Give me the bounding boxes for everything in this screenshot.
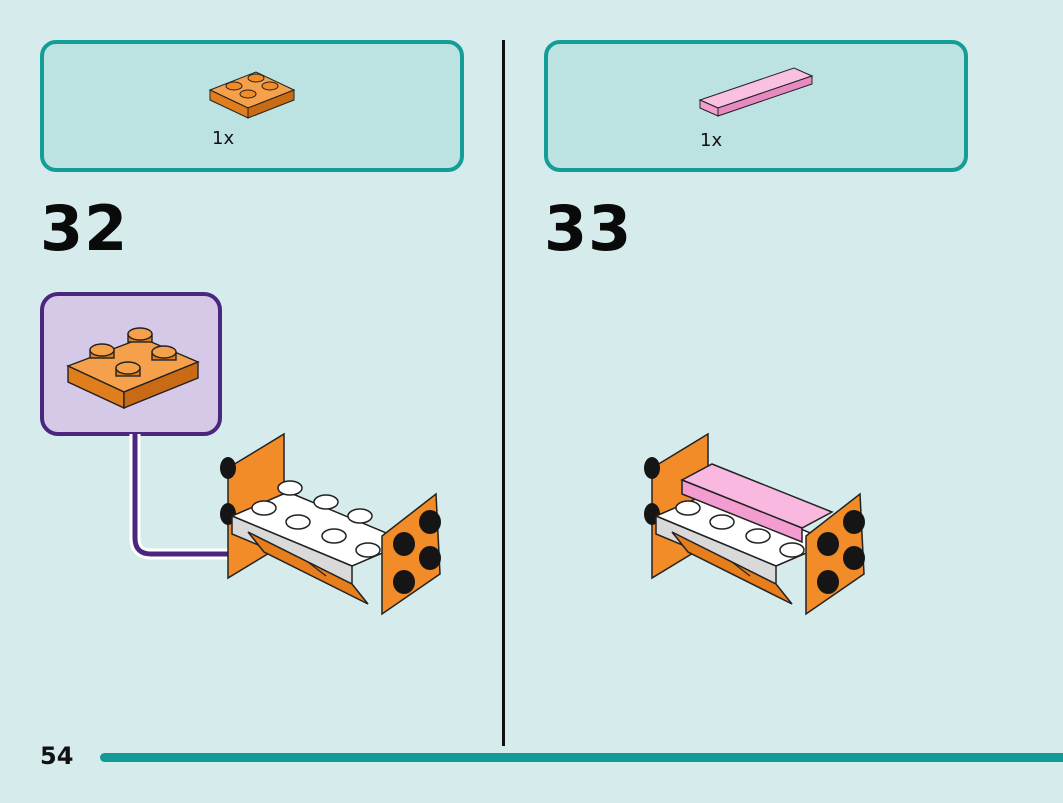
model-step-33 [644, 432, 865, 616]
pink-tile-icon [698, 67, 814, 117]
callout-plate-icon [66, 327, 200, 410]
page-divider [502, 40, 505, 746]
footer-bar [100, 753, 1063, 762]
part-qty: 1x [212, 128, 235, 149]
step-number-33: 33 [544, 192, 633, 265]
part-qty: 1x [700, 130, 723, 151]
parts-box-step-33: 1x [544, 40, 968, 172]
orange-plate-icon [208, 71, 296, 119]
step-number-32: 32 [40, 192, 129, 265]
model-step-32 [220, 432, 441, 616]
parts-box-step-32: 1x [40, 40, 464, 172]
page-number: 54 [40, 742, 74, 770]
